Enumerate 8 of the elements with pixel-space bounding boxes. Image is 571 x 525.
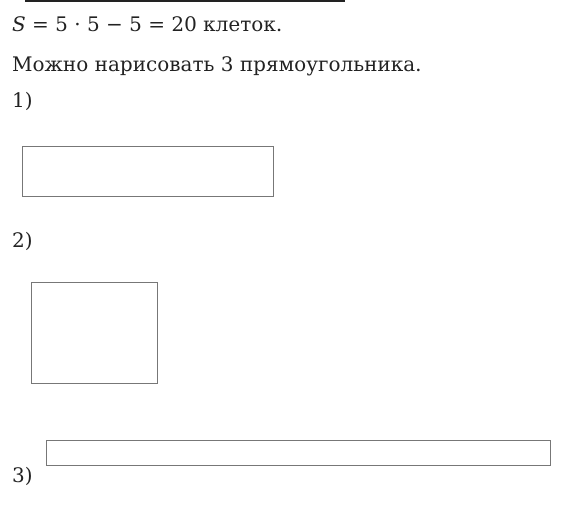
rectangle <box>46 440 551 466</box>
sentence-text: Можно нарисовать 3 прямоугольника. <box>12 52 422 76</box>
formula-text: S = 5 · 5 − 5 = 20 клеток. <box>12 12 282 36</box>
rectangle <box>22 146 274 197</box>
rectangle <box>31 282 158 384</box>
item-number: 3) <box>12 463 33 487</box>
item-number: 1) <box>12 88 33 112</box>
item-number: 2) <box>12 228 33 252</box>
